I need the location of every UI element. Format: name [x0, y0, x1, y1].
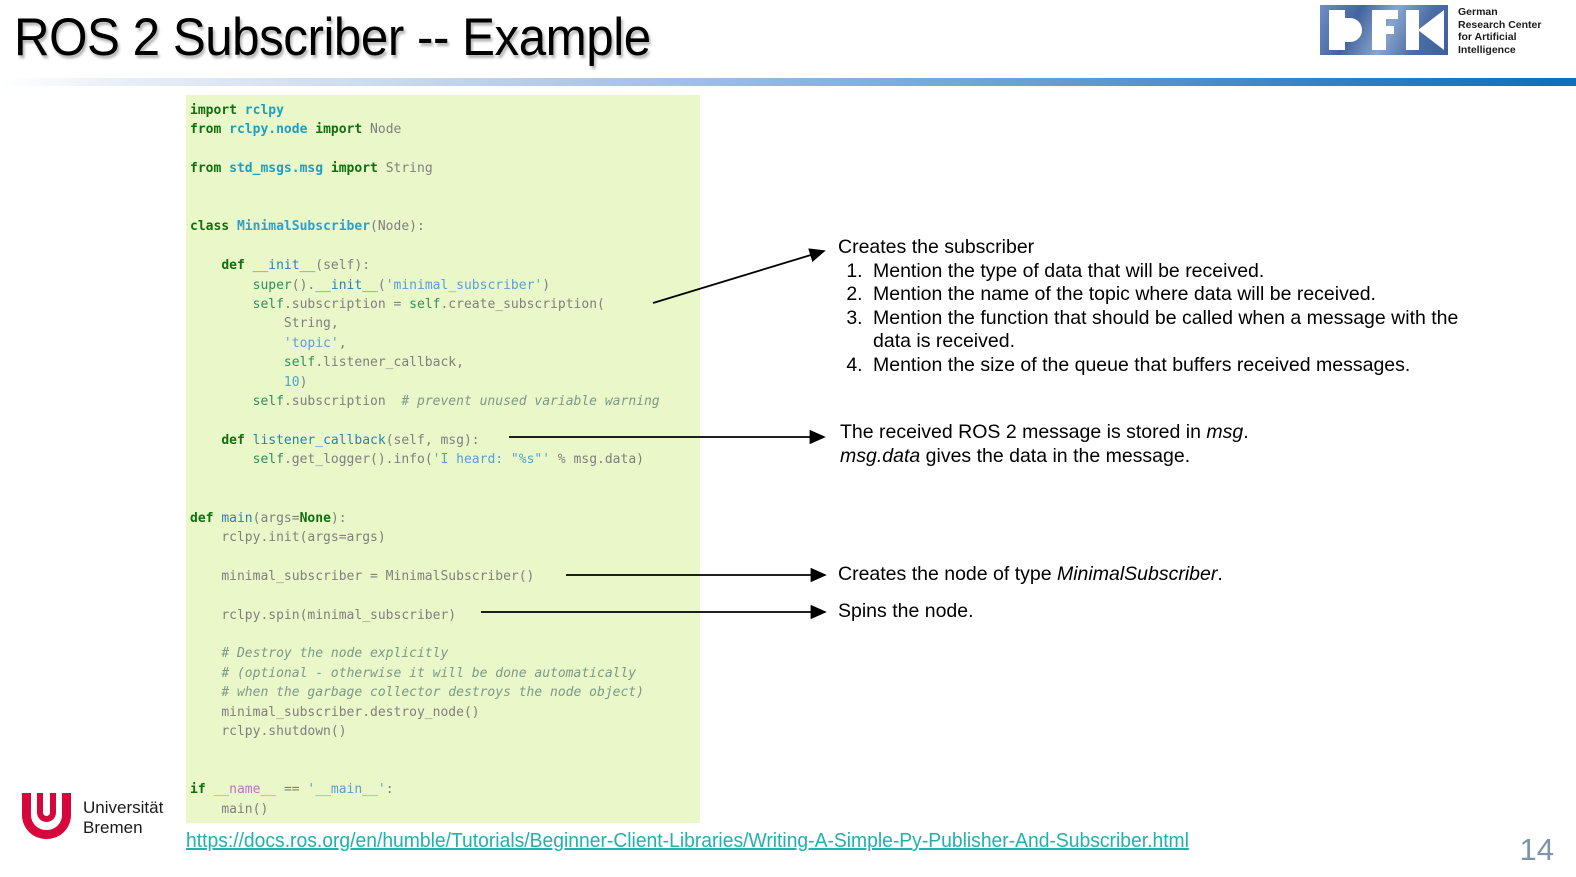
- annotation-heading: Creates the subscriber: [838, 236, 1035, 258]
- uni-bremen-logo: Universität Bremen: [22, 791, 202, 845]
- page-title: ROS 2 Subscriber -- Example: [14, 8, 651, 67]
- dfki-logo-caption: German Research Center for Artificial In…: [1458, 6, 1542, 56]
- code-term: msg.data: [840, 444, 921, 467]
- annotation-spins-node: Spins the node.: [838, 600, 974, 622]
- list-item: Mention the size of the queue that buffe…: [868, 354, 1488, 378]
- annotation-line: msg.data gives the data in the message.: [840, 444, 1191, 467]
- annotation-creates-node: Creates the node of type MinimalSubscrib…: [838, 563, 1223, 585]
- page-number: 14: [1519, 832, 1554, 867]
- list-item: Mention the name of the topic where data…: [868, 283, 1488, 307]
- annotation-list: Mention the type of data that will be re…: [838, 260, 1488, 378]
- code-term: MinimalSubscriber: [1056, 563, 1218, 585]
- list-item: Mention the type of data that will be re…: [868, 260, 1488, 284]
- dfki-logo-mark-icon: [1320, 5, 1448, 55]
- code-term: msg: [1206, 421, 1244, 443]
- annotation-creates-subscriber: Creates the subscriber Mention the type …: [838, 236, 1488, 378]
- uni-bremen-caption: Universität Bremen: [83, 798, 164, 837]
- code-block: import rclpy from rclpy.node import Node…: [186, 95, 700, 823]
- source-url-link[interactable]: https://docs.ros.org/en/humble/Tutorials…: [186, 830, 1189, 852]
- annotation-line: The received ROS 2 message is stored in …: [840, 421, 1249, 443]
- dfki-logo: German Research Center for Artificial In…: [1320, 5, 1570, 61]
- annotation-message-storage: The received ROS 2 message is stored in …: [840, 421, 1400, 468]
- uni-bremen-u-icon: [22, 793, 71, 843]
- title-divider: [0, 78, 1576, 86]
- list-item: Mention the function that should be call…: [868, 307, 1488, 354]
